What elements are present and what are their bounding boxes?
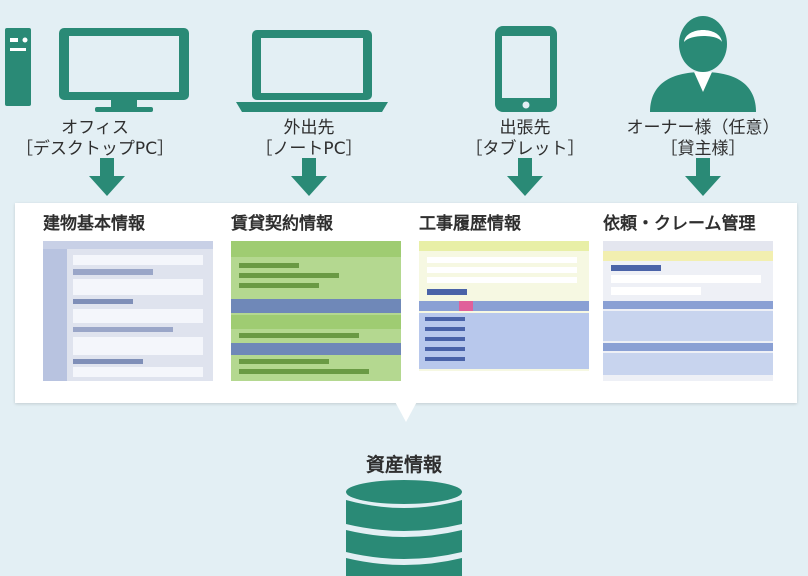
screen-building-info: 建物基本情報: [43, 213, 221, 381]
screen-title: 建物基本情報: [43, 214, 145, 234]
device-owner-role: オーナー様（任意）: [626, 118, 780, 138]
desktop-pc-icon: [0, 8, 195, 112]
device-office: オフィス ［デスクトップPC］: [0, 8, 190, 196]
screen-request-complaint: 依頼・クレーム管理: [603, 213, 781, 381]
screenshot-thumbnail: [231, 241, 401, 381]
screen-title: 依頼・クレーム管理: [603, 214, 756, 234]
device-mobile-location: 外出先: [283, 118, 335, 138]
device-tablet: 出張先 ［タブレット］: [430, 8, 620, 196]
asset-info-label: 資産情報: [365, 454, 442, 476]
panel-pointer: [392, 396, 420, 422]
tablet-icon: [465, 8, 585, 112]
device-tablet-location: 出張先: [499, 118, 551, 138]
screenshot-thumbnail: [43, 241, 213, 381]
device-owner: オーナー様（任意） ［貸主様］: [608, 8, 798, 196]
screen-lease-contract: 賃貸契約情報: [231, 213, 409, 381]
device-owner-title: ［貸主様］: [660, 139, 746, 159]
screenshot-thumbnail: [603, 241, 773, 381]
screen-construction-history: 工事履歴情報: [419, 213, 597, 381]
arrow-down-icon: [685, 158, 721, 196]
device-mobile-type: ［ノートPC］: [255, 139, 363, 159]
device-mobile: 外出先 ［ノートPC］: [214, 8, 404, 196]
owner-person-icon: [628, 8, 778, 112]
laptop-icon: [224, 8, 394, 112]
screens-panel: 建物基本情報 賃貸契約情報: [15, 203, 797, 403]
screenshot-thumbnail: [419, 241, 589, 381]
screen-title: 工事履歴情報: [419, 214, 521, 234]
database-icon: [346, 480, 462, 576]
arrow-down-icon: [507, 158, 543, 196]
device-office-type: ［デスクトップPC］: [15, 139, 175, 159]
screen-title: 賃貸契約情報: [231, 214, 333, 234]
arrow-down-icon: [89, 158, 125, 196]
device-tablet-type: ［タブレット］: [465, 139, 585, 159]
device-office-location: オフィス: [61, 118, 129, 138]
arrow-down-icon: [291, 158, 327, 196]
